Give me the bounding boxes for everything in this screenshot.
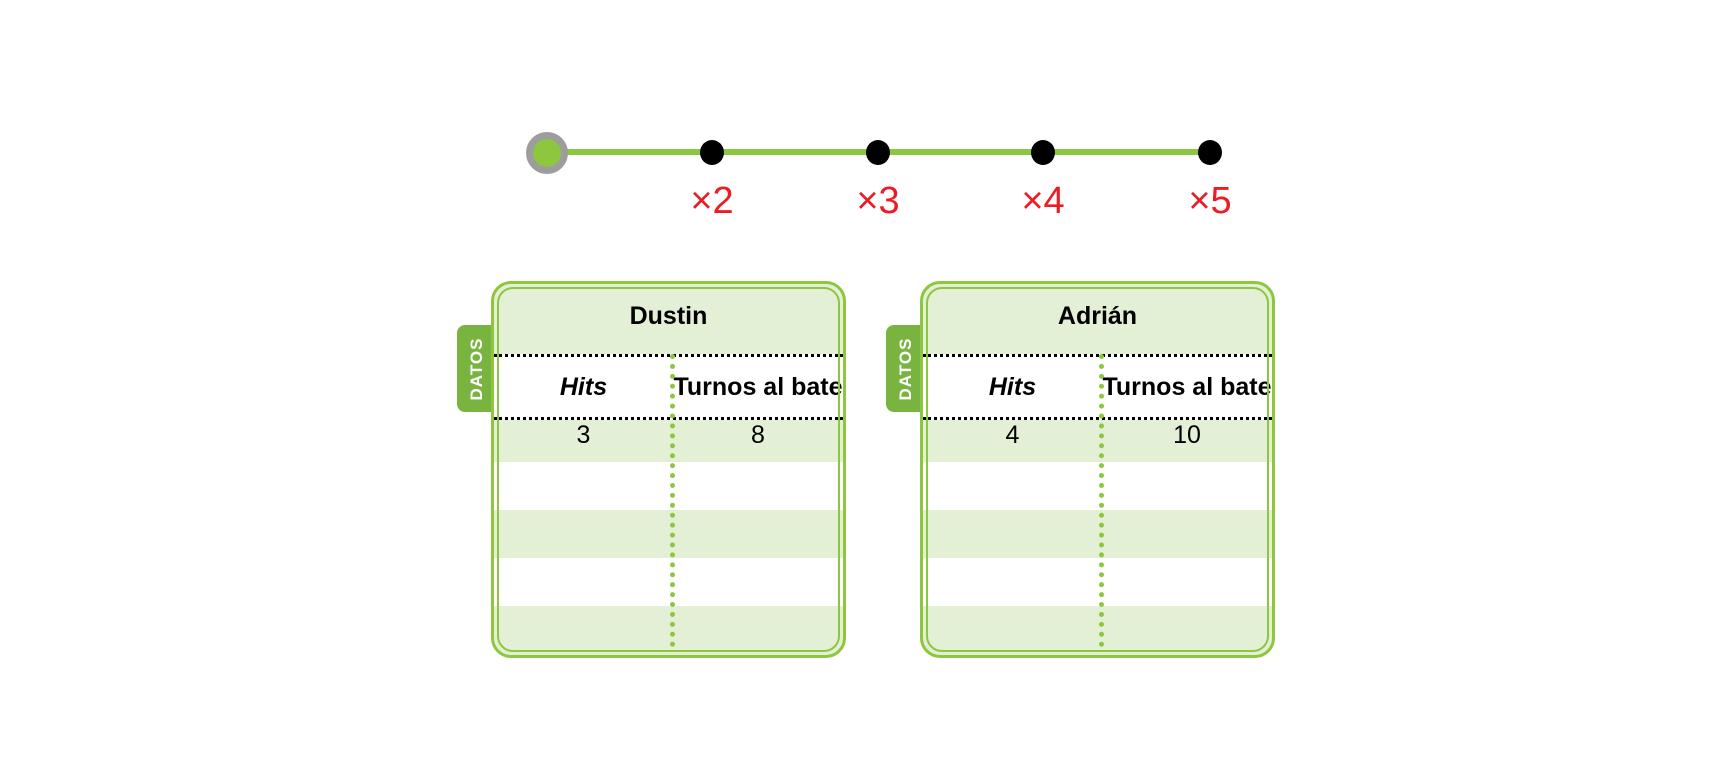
cell-hits: 3 [576,421,591,449]
table-row [923,558,1272,606]
table-body: Dustin Hits Turnos al bate 3 8 [491,281,846,658]
table-row: 3 8 [494,414,843,462]
table-title: Adrián [1057,302,1138,330]
header-turnos: Turnos al bate [673,372,843,401]
label-x2: ×2 [690,180,734,222]
point-x3 [866,140,890,165]
cell-hits: 4 [1005,421,1020,449]
header-row: Hits Turnos al bate [494,354,843,420]
label-x5: ×5 [1188,180,1232,222]
datos-tab: DATOS [457,325,497,412]
table-adrian: DATOS Adrián Hits Turnos al bate 4 10 [886,281,1275,658]
header-turnos: Turnos al bate [1102,372,1272,401]
label-x3: ×3 [856,180,900,222]
label-x4: ×4 [1021,180,1065,222]
table-row [494,510,843,558]
header-hits: Hits [559,372,608,401]
datos-label: DATOS [896,337,915,400]
table-title: Dustin [629,302,708,330]
header-row: Hits Turnos al bate [923,354,1272,420]
table-dustin: DATOS Dustin Hits Turnos al bate 3 8 [457,281,846,658]
table-row [923,510,1272,558]
table-row [494,558,843,606]
datos-tab: DATOS [886,325,926,412]
point-x5 [1198,140,1222,165]
header-hits: Hits [988,372,1037,401]
column-divider [1099,354,1104,647]
table-row [923,606,1272,654]
point-x2 [700,140,724,165]
table-row [494,462,843,510]
cell-turnos: 8 [751,421,765,449]
table-row [494,606,843,654]
table-body: Adrián Hits Turnos al bate 4 10 [920,281,1275,658]
table-row [923,462,1272,510]
cell-turnos: 10 [1173,421,1201,449]
datos-label: DATOS [467,337,486,400]
table-row: 4 10 [923,414,1272,462]
start-point [526,132,568,174]
column-divider [670,354,675,647]
point-x4 [1031,140,1055,165]
